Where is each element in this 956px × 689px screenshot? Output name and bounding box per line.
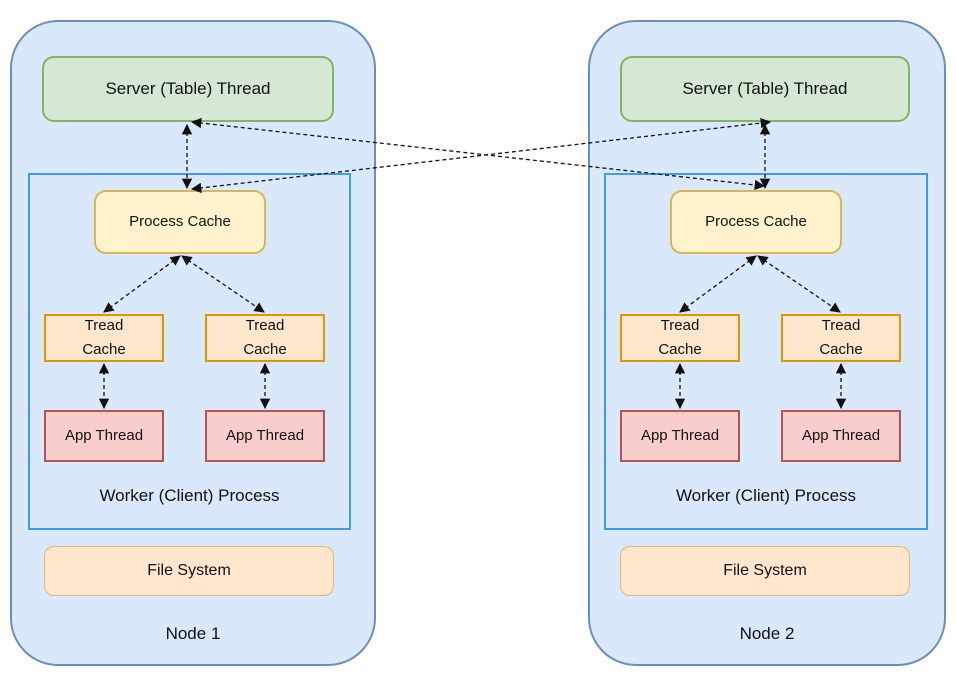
edge-n1-pcache-tcache2 <box>181 255 265 313</box>
node-2-app-thread-1: App Thread <box>620 410 740 462</box>
node-1-app-thread-2-label: App Thread <box>225 427 305 444</box>
node-2-server-label: Server (Table) Thread <box>682 79 848 98</box>
node-2-file-system: File System <box>620 546 910 596</box>
node-1-server-thread: Server (Table) Thread <box>42 56 334 122</box>
node-1-label: Node 1 <box>165 624 221 643</box>
node-1-server-label: Server (Table) Thread <box>105 79 271 98</box>
node-1-process-cache: Process Cache <box>94 190 266 254</box>
edge-n1-server-n2-pcache <box>190 117 766 191</box>
node-1-thread-cache-2-label: Tread Cache <box>243 317 287 358</box>
node-2-file-system-label: File System <box>723 562 807 579</box>
edge-n1-pcache-tcache1 <box>103 255 181 313</box>
node-2-thread-cache-1-label: Tread Cache <box>658 317 702 358</box>
node-1-app-thread-2: App Thread <box>205 410 325 462</box>
node-2-thread-cache-2-label: Tread Cache <box>819 317 863 358</box>
node-2-app-thread-1-label: App Thread <box>640 427 720 444</box>
node-2-process-cache-label: Process Cache <box>705 213 807 230</box>
node-1-app-thread-1-label: App Thread <box>64 427 144 444</box>
node-1-app-thread-1: App Thread <box>44 410 164 462</box>
node-2-process-cache: Process Cache <box>670 190 842 254</box>
node-1-thread-cache-2: Tread Cache <box>205 314 325 362</box>
edge-n2-pcache-tcache2 <box>757 255 841 313</box>
node-1-thread-cache-1-label: Tread Cache <box>82 317 126 358</box>
edge-n2-pcache-tcache1 <box>679 255 757 313</box>
node-2-server-thread: Server (Table) Thread <box>620 56 910 122</box>
node-2-app-thread-2-label: App Thread <box>801 427 881 444</box>
node-1-file-system-label: File System <box>147 562 231 579</box>
node-2-thread-cache-1: Tread Cache <box>620 314 740 362</box>
node-2-thread-cache-2: Tread Cache <box>781 314 901 362</box>
node-1-process-cache-label: Process Cache <box>129 213 231 230</box>
node-1-thread-cache-1: Tread Cache <box>44 314 164 362</box>
node-2-label: Node 2 <box>739 624 795 643</box>
edge-n1-pcache-n2-server <box>190 117 772 194</box>
node-1-file-system: File System <box>44 546 334 596</box>
node-2-worker-label: Worker (Client) Process <box>675 486 857 505</box>
node-1-worker-label: Worker (Client) Process <box>99 486 280 505</box>
node-2-app-thread-2: App Thread <box>781 410 901 462</box>
